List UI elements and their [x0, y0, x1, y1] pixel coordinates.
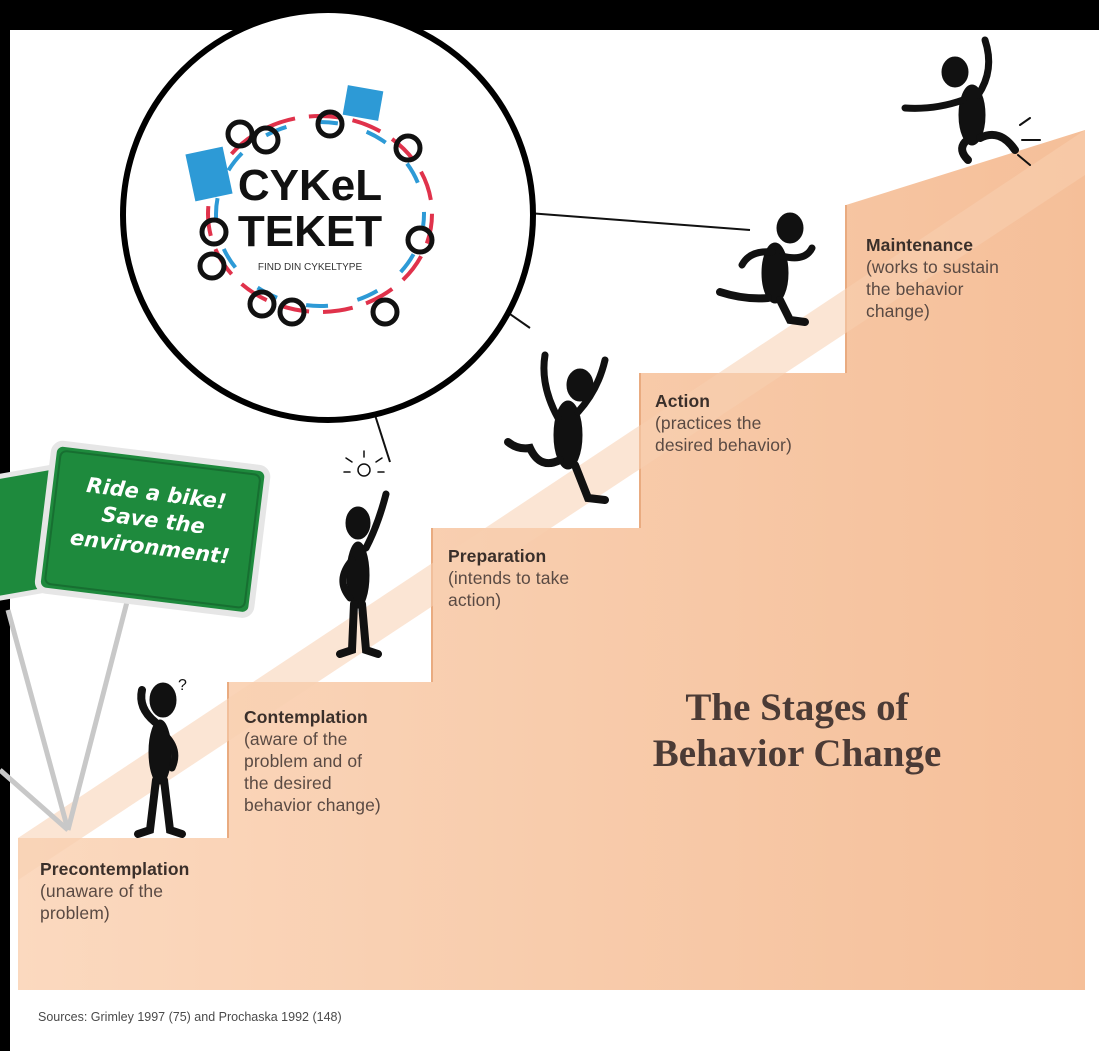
front-sign: Ride a bike! Save the environment! [34, 440, 271, 618]
sign-posts [0, 597, 131, 832]
title-line: Behavior Change [652, 732, 942, 775]
staircase-shape [18, 130, 1085, 990]
logo-tagline: FIND DIN CYKELTYPE [258, 262, 363, 273]
figure-action [716, 212, 816, 326]
stage-desc-line: (unaware of the [40, 881, 164, 901]
lightbulb-icon [343, 450, 385, 477]
stair-ramp [18, 130, 1085, 880]
bike-ring-icon [185, 85, 435, 327]
stage-desc-line: (practices the [655, 413, 762, 433]
stage-desc-line: behavior change) [244, 795, 381, 815]
stage-desc-line: the behavior [866, 279, 964, 299]
stage-desc-line: problem) [40, 903, 110, 923]
sources-note: Sources: Grimley 1997 (75) and Prochaska… [38, 1010, 342, 1024]
stage-precontemplation: Precontemplation (unaware of the problem… [40, 858, 189, 924]
stage-name: Action [655, 391, 711, 411]
figure-precontemplation: ? [134, 677, 187, 838]
stage-name: Maintenance [866, 235, 974, 255]
stage-desc-line: action) [448, 590, 502, 610]
stage-maintenance: Maintenance (works to sustain the behavi… [866, 234, 999, 322]
stage-desc-line: problem and of [244, 751, 363, 771]
stage-desc-line: desired behavior) [655, 435, 792, 455]
figure-maintenance [901, 36, 1041, 166]
stage-desc-line: (intends to take [448, 568, 570, 588]
stage-desc-line: change) [866, 301, 930, 321]
figure-contemplation [336, 450, 390, 658]
stage-desc-line: (aware of the [244, 729, 348, 749]
stage-contemplation: Contemplation (aware of the problem and … [244, 706, 381, 816]
stage-name: Precontemplation [40, 859, 190, 879]
title-line: The Stages of [685, 686, 909, 729]
stage-preparation: Preparation (intends to take action) [448, 545, 569, 611]
stage-action: Action (practices the desired behavior) [655, 390, 792, 456]
logo-word-1: CYKeL [238, 161, 382, 210]
stage-desc-line: (works to sustain [866, 257, 999, 277]
figure-preparation [504, 351, 609, 504]
question-mark-icon: ? [178, 677, 187, 694]
stage-name: Preparation [448, 546, 547, 566]
stage-name: Contemplation [244, 707, 368, 727]
diagram-title: The Stages of Behavior Change [612, 685, 982, 777]
logo-word-2: TEKET [238, 207, 382, 256]
stage-desc-line: the desired [244, 773, 332, 793]
